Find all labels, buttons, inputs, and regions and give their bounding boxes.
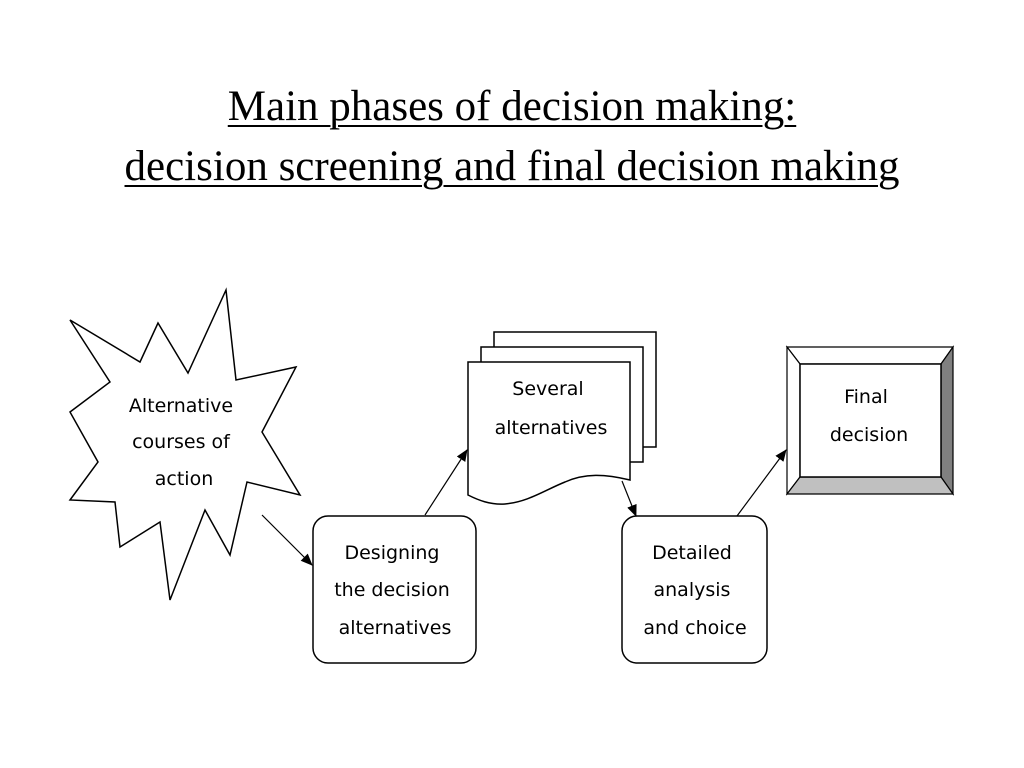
starburst-alternative-courses: Alternative courses of action — [68, 287, 302, 601]
bevel-top-face — [785, 346, 955, 365]
arrow-designing-to-several — [424, 449, 468, 516]
slide-title-line-2: decision screening and final decision ma… — [124, 143, 900, 190]
box-detailed-line-1: Detailed — [652, 542, 732, 564]
arrow-detailed-to-final — [736, 449, 787, 517]
slide-title-line-1: Main phases of decision making: — [227, 83, 797, 130]
starburst-shape — [68, 287, 302, 601]
bevel-right-face — [940, 345, 954, 496]
bevel-label: Final decision — [830, 386, 908, 446]
box-designing-label: Designing the decision alternatives — [334, 542, 456, 639]
box-detailed-line-3: and choice — [643, 617, 746, 639]
multidocument-several-alternatives: Several alternatives — [467, 331, 657, 505]
bevel-label-line-1: Final — [844, 386, 888, 408]
box-designing-alternatives: Designing the decision alternatives — [312, 515, 477, 664]
box-detailed-label: Detailed analysis and choice — [643, 542, 746, 639]
bevel-bottom-face — [785, 476, 955, 495]
document-label-line-2: alternatives — [495, 417, 608, 439]
box-designing-shape — [312, 515, 477, 664]
bevel-inner-face — [799, 363, 942, 478]
starburst-label-line-2: courses of — [132, 431, 231, 453]
bevel-left-face — [786, 345, 801, 496]
box-designing-line-3: alternatives — [339, 617, 452, 639]
arrow-starburst-to-designing — [261, 514, 313, 566]
box-detailed-shape — [621, 515, 768, 664]
arrow-several-to-detailed — [621, 480, 637, 517]
bevel-label-line-2: decision — [830, 424, 908, 446]
document-front-shape — [467, 361, 631, 505]
document-label-line-1: Several — [512, 378, 583, 400]
box-detailed-line-2: analysis — [654, 579, 731, 601]
box-detailed-analysis: Detailed analysis and choice — [621, 515, 768, 664]
box-designing-line-1: Designing — [344, 542, 439, 564]
starburst-label-line-1: Alternative — [129, 395, 233, 417]
starburst-label-line-3: action — [155, 468, 213, 490]
box-designing-line-2: the decision — [334, 579, 450, 601]
bevel-final-decision: Final decision — [785, 345, 955, 496]
document-label: Several alternatives — [495, 378, 608, 439]
starburst-label: Alternative courses of action — [129, 395, 239, 490]
